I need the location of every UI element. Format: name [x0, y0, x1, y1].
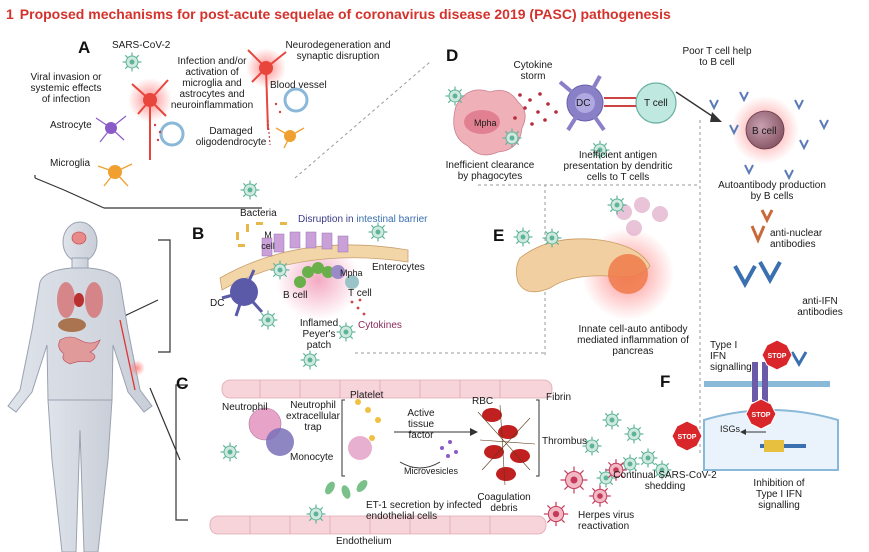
label-mpha-gut: Mpha — [340, 268, 363, 278]
sars-cov-2-virus-icon — [445, 86, 465, 106]
label-microglia: Microglia — [50, 158, 91, 169]
herpes-virus-icon — [543, 501, 569, 527]
sars-cov-2-virus-icon — [502, 128, 522, 148]
label-herpes: Herpes virus reactivation — [578, 510, 635, 532]
sars-cov-2-virus-icon — [638, 448, 658, 468]
label-endothelium: Endothelium — [336, 536, 392, 547]
label-t-cell-lung: T cell — [644, 98, 668, 109]
panel-letter-a: A — [78, 38, 91, 57]
panel-f-signalling — [703, 351, 839, 471]
label-mpha-lung: Mpha — [474, 118, 497, 128]
sars-cov-2-virus-icon — [240, 180, 260, 200]
label-cytokine-storm: Cytokine storm — [513, 60, 553, 82]
label-t-cell-gut: T cell — [348, 288, 372, 299]
label-anti-nuclear: anti-nuclear antibodies — [770, 228, 823, 250]
panel-c-vessel — [209, 379, 553, 535]
sars-cov-2-virus-icon — [220, 442, 240, 462]
bracket-lines — [34, 175, 262, 521]
panel-letter-e: E — [493, 226, 505, 245]
sars-cov-2-virus-icon — [513, 227, 533, 247]
stop-sign-icon: STOP — [745, 398, 777, 430]
label-disruption-highlight: intestinal barrier — [356, 214, 428, 225]
label-bacteria: Bacteria — [240, 208, 277, 219]
sars-cov-2-virus-icon — [542, 228, 562, 248]
sars-cov-2-virus-icon — [624, 424, 644, 444]
sars-cov-2-virus-icon — [300, 350, 320, 370]
label-microvesicles: Microvesicles — [404, 466, 459, 476]
label-type-i-ifn-signalling: Type I IFN signalling — [710, 340, 752, 373]
panel-letter-d: D — [446, 46, 459, 65]
label-viral-invasion: Viral invasion or systemic effects of in… — [30, 72, 102, 105]
label-anti-ifn: anti-IFN antibodies — [797, 296, 843, 318]
label-platelet: Platelet — [350, 390, 384, 401]
label-enterocytes: Enterocytes — [372, 262, 425, 273]
sars-cov-2-virus-icon — [270, 260, 290, 280]
sars-cov-2-virus-icon — [122, 52, 142, 72]
label-inefficient-clearance: Inefficient clearance by phagocytes — [445, 160, 535, 182]
panel-letter-c: C — [176, 374, 189, 393]
stop-sign-text: STOP — [752, 412, 771, 419]
herpes-virus-icon — [589, 485, 611, 507]
sars-cov-2-virus-icon — [607, 195, 627, 215]
label-b-cell-lung: B cell — [752, 126, 777, 137]
panel-b-intestine — [219, 222, 409, 320]
label-shedding: Continual SARS-CoV-2 shedding — [613, 470, 717, 492]
panel-letter-b: B — [192, 224, 205, 243]
herpes-virus-icon — [605, 459, 627, 481]
label-dc-lung: DC — [576, 98, 591, 109]
label-monocyte: Monocyte — [290, 452, 334, 463]
sars-cov-2-virus-icon — [336, 322, 356, 342]
label-innate-pancreas: Innate cell-auto antibody mediated infla… — [577, 324, 689, 357]
sars-cov-2-virus-icon — [306, 504, 326, 524]
sars-cov-2-virus-icon — [602, 410, 622, 430]
label-inhibition-ifn: Inhibition of Type I IFN signalling — [753, 478, 805, 511]
figure-title: 1 Proposed mechanisms for post-acute sequ… — [6, 6, 677, 22]
body-organs — [57, 230, 145, 391]
sars-cov-2-virus-icon — [582, 436, 602, 456]
figure-number: 1 — [6, 6, 14, 22]
stop-sign-text: STOP — [678, 434, 697, 441]
label-neurodegeneration: Neurodegeneration and synaptic disruptio… — [285, 40, 391, 62]
figure-title-text: Proposed mechanisms for post-acute seque… — [19, 6, 671, 22]
panel-a-cells — [95, 48, 309, 187]
label-autoantibody: Autoantibody production by B cells — [718, 180, 826, 202]
label-disruption: Disruption in intestinal barrier — [298, 214, 428, 225]
label-neutrophil: Neutrophil — [222, 402, 268, 413]
label-thrombus: Thrombus — [542, 436, 588, 447]
stop-sign-text: STOP — [768, 353, 787, 360]
label-isgs: ISGs — [720, 424, 741, 434]
stop-sign-icon: STOP — [761, 339, 793, 371]
label-coagulation-debris: Coagulation debris — [477, 492, 531, 514]
label-rbc: RBC — [472, 396, 494, 407]
label-damaged-oligodendrocyte: Damaged oligodendrocyte — [195, 126, 267, 148]
label-b-cell-gut: B cell — [283, 290, 308, 301]
sars-cov-2-virus-icon — [368, 222, 388, 242]
stop-sign-icon: STOP — [671, 420, 703, 452]
panel-e-pancreas — [516, 197, 674, 320]
virus-particles — [122, 52, 672, 527]
label-sars-cov-2: SARS-CoV-2 — [112, 40, 171, 51]
label-net: Neutrophil extracellular trap — [286, 400, 340, 433]
sars-cov-2-virus-icon — [652, 460, 672, 480]
panel-letter-f: F — [660, 372, 671, 391]
label-m-cell: M cell — [261, 230, 275, 251]
label-et1: ET-1 secretion by infected endothelial c… — [366, 500, 482, 522]
label-cytokines: Cytokines — [358, 320, 402, 331]
herpes-virus-icon — [560, 466, 588, 494]
label-fibrin: Fibrin — [546, 392, 572, 403]
label-blood-vessel: Blood vessel — [270, 80, 327, 91]
label-poor-t-cell-help: Poor T cell help to B cell — [682, 46, 752, 68]
label-infection-activation: Infection and/or activation of microglia… — [170, 56, 254, 111]
label-astrocyte: Astrocyte — [50, 120, 92, 131]
human-body — [7, 221, 153, 552]
label-dc-gut: DC — [210, 298, 225, 309]
label-tissue-factor: Active tissue factor — [407, 408, 435, 441]
sars-cov-2-virus-icon — [258, 310, 278, 330]
label-inflamed-patch: Inflamed Peyer's patch — [299, 318, 339, 351]
label-disruption-prefix: Disruption in — [298, 214, 357, 225]
sars-cov-2-virus-icon — [590, 140, 610, 160]
label-inefficient-presentation: Inefficient antigen presentation by dend… — [563, 150, 673, 183]
